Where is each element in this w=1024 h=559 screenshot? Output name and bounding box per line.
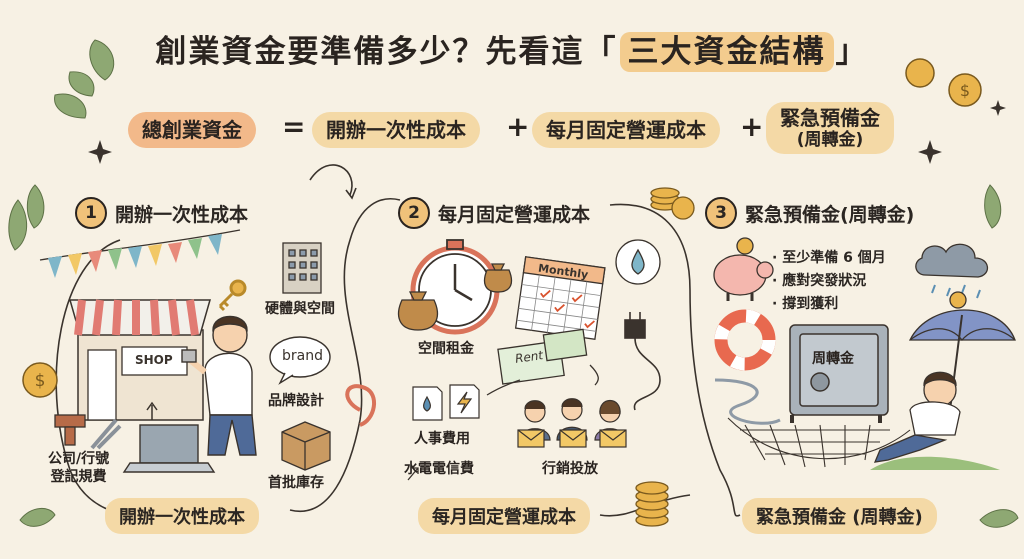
formula-part3-line1: 緊急預備金 bbox=[780, 106, 880, 130]
label-brand: 品牌設計 bbox=[268, 393, 324, 409]
water-drop-icon bbox=[615, 239, 661, 285]
person-illustration bbox=[181, 315, 257, 456]
bunting-decoration bbox=[39, 229, 241, 278]
laptop-icon bbox=[122, 424, 216, 473]
label-utilities: 水電電信費 bbox=[404, 461, 474, 477]
section-1-footer: 開辦一次性成本 bbox=[105, 498, 259, 534]
section-1-number: 1 bbox=[75, 197, 107, 229]
bullet-item: · 至少準備 6 個月 bbox=[772, 250, 886, 266]
calendar-icon bbox=[514, 256, 606, 340]
formula-part3-line2: (周轉金) bbox=[796, 130, 864, 150]
money-bag-icon bbox=[398, 263, 513, 331]
formula-part1: 開辦一次性成本 bbox=[312, 112, 480, 148]
rent-envelope-icon bbox=[497, 328, 588, 385]
formula-plus-2: + bbox=[740, 110, 764, 143]
shop-illustration bbox=[69, 299, 211, 421]
formula-plus-1: + bbox=[506, 110, 530, 143]
resting-person-illustration bbox=[873, 371, 961, 463]
section-1-title: 開辦一次性成本 bbox=[115, 203, 249, 226]
section-3-bullets: · 至少準備 6 個月 · 應對突發狀況 · 撐到獲利 bbox=[772, 247, 886, 316]
section-3-number: 3 bbox=[705, 197, 737, 229]
staff-people-icon bbox=[517, 398, 627, 448]
key-icon bbox=[218, 279, 247, 312]
title-highlight: 三大資金結構 bbox=[619, 32, 834, 72]
page-title: 創業資金要準備多少？先看這「三大資金結構」 bbox=[0, 26, 1024, 72]
coin-stack-icon bbox=[635, 481, 669, 527]
section-3-title: 緊急預備金(周轉金) bbox=[745, 203, 915, 226]
building-icon bbox=[282, 242, 322, 294]
safe-label: 周轉金 bbox=[812, 351, 854, 367]
stamp-icon bbox=[54, 414, 86, 446]
leaf-icon bbox=[8, 39, 1019, 528]
label-marketing: 行銷投放 bbox=[542, 461, 598, 477]
label-registration-line1: 公司/行號 bbox=[48, 451, 110, 467]
coin-icon: $ bbox=[905, 58, 982, 107]
bullet-item: · 應對突發狀況 bbox=[772, 273, 867, 290]
label-staff: 人事費用 bbox=[414, 431, 470, 447]
utility-bill-icon bbox=[412, 384, 480, 421]
formula-total: 總創業資金 bbox=[128, 112, 256, 148]
svg-text:$: $ bbox=[35, 371, 46, 391]
piggy-bank-icon bbox=[713, 237, 774, 301]
connector-arrow bbox=[345, 384, 376, 427]
section-2-header: 2 每月固定營運成本 bbox=[398, 197, 590, 229]
label-space: 硬體與空間 bbox=[265, 301, 335, 317]
coin-icon: $ bbox=[22, 362, 58, 398]
label-rent: 空間租金 bbox=[418, 341, 474, 357]
section-2-number: 2 bbox=[398, 197, 430, 229]
label-registration: 公司/行號 登記規費 bbox=[48, 450, 109, 486]
formula-part3: 緊急預備金 (周轉金) bbox=[766, 102, 894, 155]
section-2-title: 每月固定營運成本 bbox=[438, 203, 591, 226]
section-3-footer: 緊急預備金 (周轉金) bbox=[742, 498, 937, 534]
formula-part2: 每月固定營運成本 bbox=[532, 112, 720, 148]
tools-icon bbox=[90, 418, 122, 450]
svg-text:$: $ bbox=[960, 81, 970, 100]
coin-stack-icon bbox=[650, 187, 695, 220]
hammock-net-icon bbox=[727, 417, 911, 468]
bullet-item: · 撐到獲利 bbox=[772, 296, 839, 313]
speech-bubble-icon bbox=[269, 336, 331, 385]
box-icon bbox=[281, 421, 331, 471]
rain-cloud-icon bbox=[915, 243, 989, 309]
safe-icon bbox=[789, 324, 889, 423]
section-3-header: 3 緊急預備金(周轉金) bbox=[705, 197, 914, 229]
shop-sign: SHOP bbox=[135, 353, 173, 367]
label-stock: 首批庫存 bbox=[268, 475, 324, 491]
section-2-footer: 每月固定營運成本 bbox=[418, 498, 590, 534]
label-registration-line2: 登記規費 bbox=[50, 469, 107, 486]
brand-bubble-text: brand bbox=[282, 348, 323, 364]
flow-line bbox=[55, 198, 741, 518]
section-1-header: 1 開辦一次性成本 bbox=[75, 197, 248, 229]
formula-equals: = bbox=[282, 110, 306, 143]
life-ring-icon bbox=[714, 309, 776, 371]
title-prefix: 創業資金要準備多少？先看這「 bbox=[155, 34, 618, 70]
title-suffix: 」 bbox=[835, 34, 869, 70]
plug-icon bbox=[624, 312, 661, 411]
